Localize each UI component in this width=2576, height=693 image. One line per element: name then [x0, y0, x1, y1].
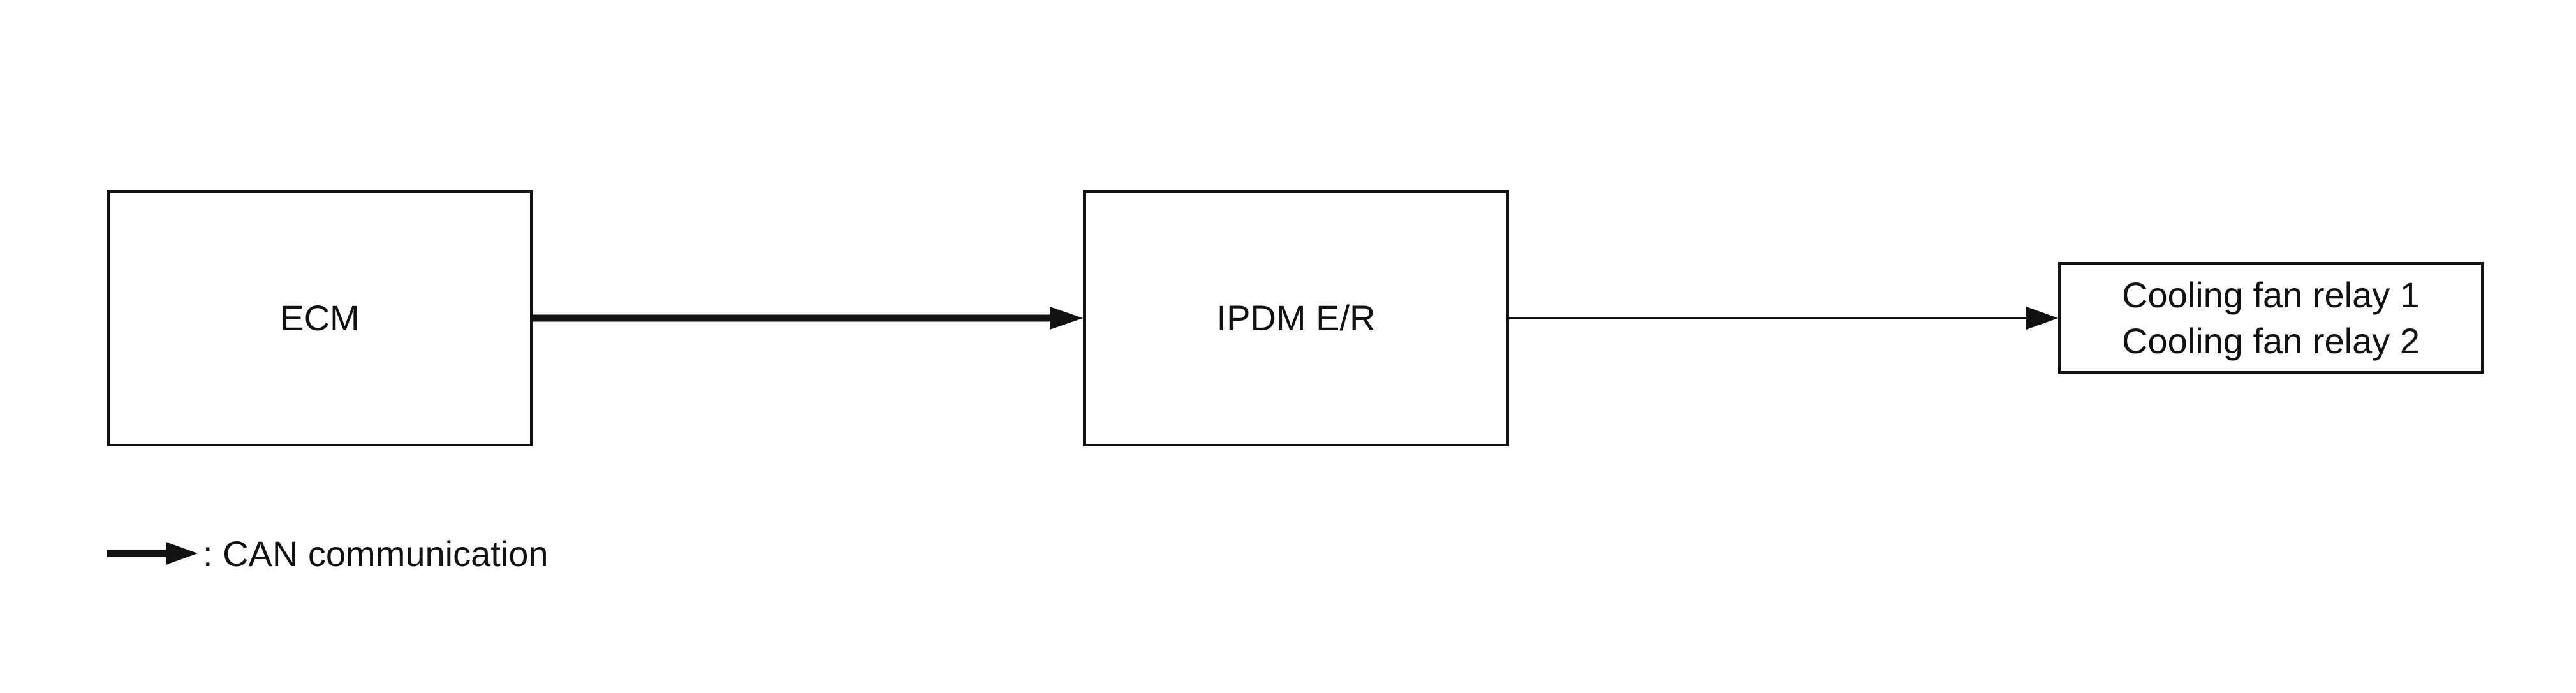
can-communication-arrow — [533, 307, 1083, 330]
ipdm-er-box: IPDM E/R — [1083, 190, 1509, 446]
cooling-fan-relays-box: Cooling fan relay 1 Cooling fan relay 2 — [2058, 262, 2484, 374]
ipdm-er-label: IPDM E/R — [1216, 297, 1376, 338]
relay-signal-arrow — [1509, 307, 2058, 330]
can-communication-legend-arrow-icon — [107, 542, 198, 565]
cooling-fan-relay-1-label: Cooling fan relay 1 — [2122, 274, 2420, 315]
ecm-box: ECM — [107, 190, 533, 446]
cooling-fan-relay-2-label: Cooling fan relay 2 — [2122, 320, 2420, 361]
ecm-label: ECM — [280, 297, 360, 338]
legend: : CAN communication — [107, 533, 548, 574]
legend-label: : CAN communication — [203, 533, 548, 574]
